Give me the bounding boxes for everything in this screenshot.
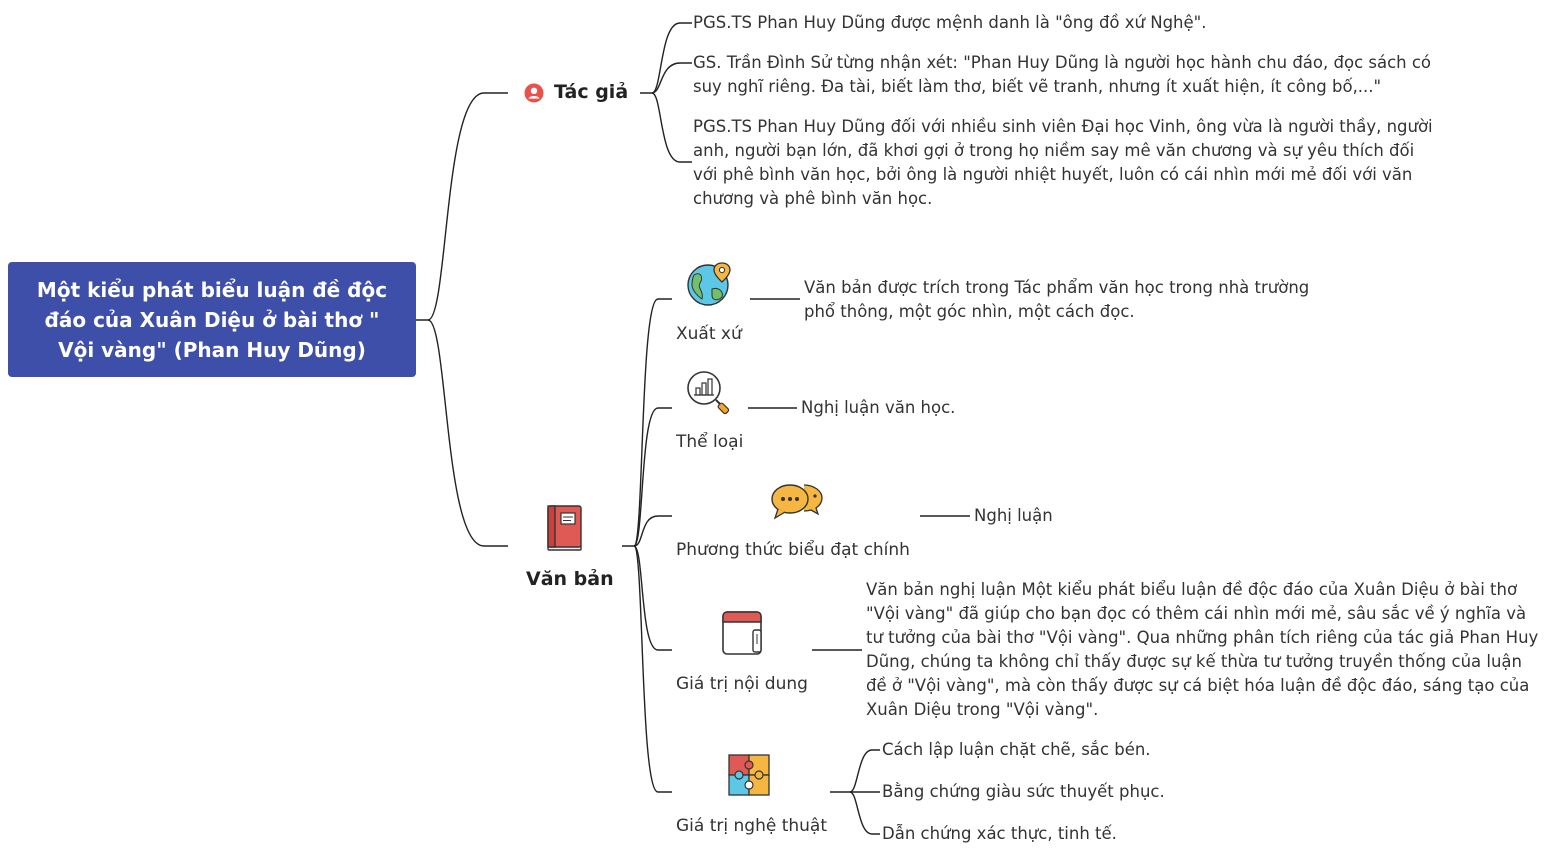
nghe-thuat-label[interactable]: Giá trị nghệ thuật	[676, 816, 827, 836]
puzzle-icon	[727, 753, 773, 799]
noi-dung-label[interactable]: Giá trị nội dung	[676, 674, 808, 694]
connector-text-phuong-thuc	[633, 515, 672, 547]
root-title-line-1: Một kiểu phát biểu luận đề độc	[36, 277, 388, 302]
root-topic[interactable]: Một kiểu phát biểu luận đề độc đáo của X…	[8, 262, 416, 377]
connector-author-item-1	[640, 22, 692, 94]
the-loai-label[interactable]: Thể loại	[676, 432, 744, 452]
branch-text-title[interactable]: Văn bản	[526, 568, 614, 590]
root-title-line-3: Vội vàng" (Phan Huy Dũng)	[58, 337, 366, 362]
root-title-line-2: đáo của Xuân Diệu ở bài thơ "	[44, 307, 380, 332]
globe-pin-icon	[686, 261, 734, 307]
connector-nghe-thuat-1	[849, 749, 880, 793]
connector-author-item-2	[651, 62, 692, 94]
author-item-3: PGS.TS Phan Huy Dũng đối với nhiều sinh …	[693, 117, 1433, 208]
connector-text-xuat-xu	[622, 298, 672, 547]
branch-author-title[interactable]: Tác giả	[554, 81, 629, 103]
connector-nghe-thuat-3	[849, 791, 880, 835]
connector-root-text	[427, 319, 508, 547]
connector-root-author	[416, 92, 508, 321]
noi-dung-detail: Văn bản nghị luận Một kiểu phát biểu luậ…	[866, 580, 1539, 719]
nghe-thuat-detail-1: Cách lập luận chặt chẽ, sắc bén.	[882, 740, 1151, 759]
phuong-thuc-detail: Nghị luận	[974, 506, 1053, 525]
user-icon	[524, 83, 544, 103]
xuat-xu-detail: Văn bản được trích trong Tác phẩm văn họ…	[804, 278, 1310, 321]
connector-text-noi-dung	[633, 545, 672, 651]
book-icon	[546, 505, 584, 551]
author-item-2: GS. Trần Đình Sử từng nhận xét: "Phan Hu…	[693, 53, 1432, 96]
connector-text-nghe-thuat	[633, 545, 672, 793]
connector-text-the-loai	[633, 407, 672, 547]
chart-magnifier-icon	[686, 370, 734, 416]
speech-bubbles-icon	[770, 479, 824, 521]
xuat-xu-label[interactable]: Xuất xứ	[676, 324, 742, 344]
phuong-thuc-label[interactable]: Phương thức biểu đạt chính	[676, 540, 910, 560]
nghe-thuat-detail-2: Bằng chứng giàu sức thuyết phục.	[882, 782, 1165, 801]
author-item-1: PGS.TS Phan Huy Dũng được mệnh danh là "…	[693, 13, 1207, 32]
connector-author-item-3	[651, 92, 692, 163]
notebook-icon	[721, 610, 767, 656]
the-loai-detail: Nghị luận văn học.	[801, 398, 956, 417]
nghe-thuat-detail-3: Dẫn chứng xác thực, tinh tế.	[882, 824, 1117, 843]
